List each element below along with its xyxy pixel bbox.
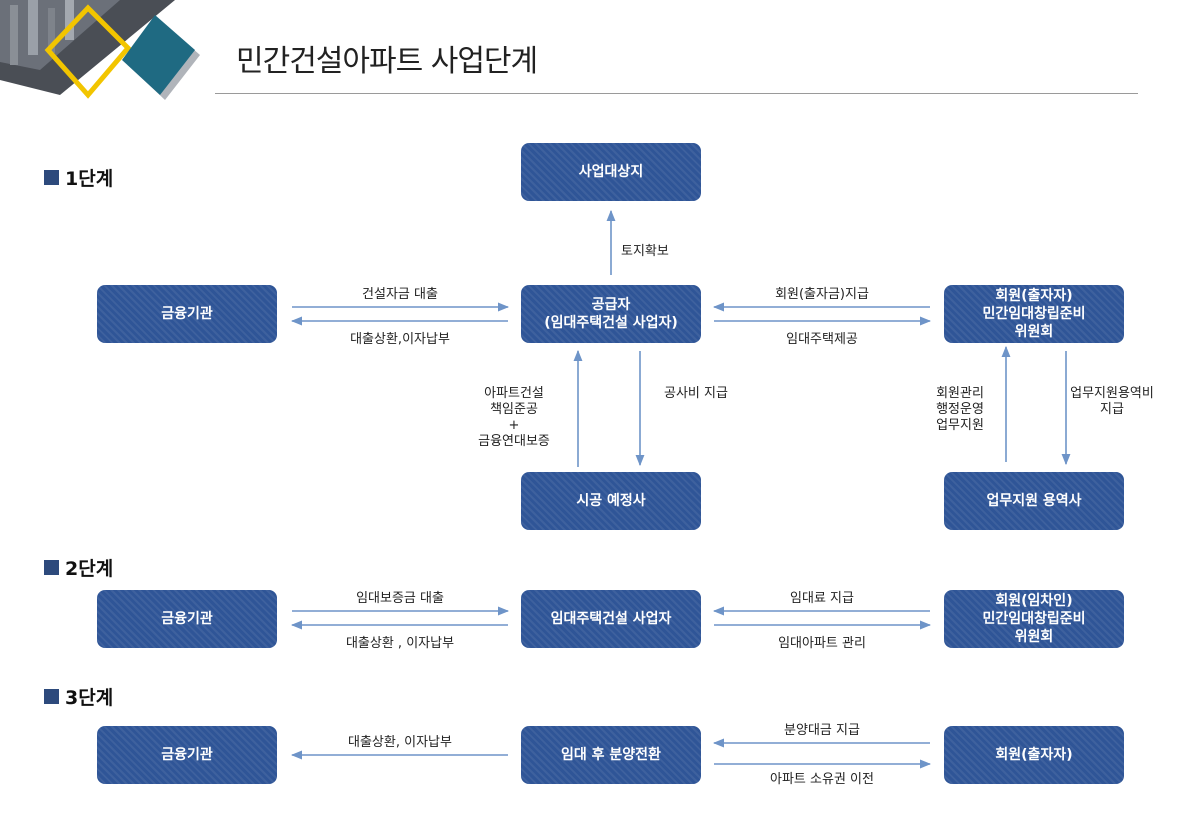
label-land: 토지확보 xyxy=(621,244,669,259)
header-decoration xyxy=(0,0,200,100)
section-marker-icon xyxy=(44,170,59,185)
label-construction-pay: 공사비 지급 xyxy=(664,386,728,401)
box-support: 업무지원 용역사 xyxy=(944,472,1124,530)
section-marker-icon xyxy=(44,689,59,704)
label-manage: 임대아파트 관리 xyxy=(778,636,866,651)
label-housing: 임대주택제공 xyxy=(786,332,858,347)
label-member-pay: 회원(출자금)지급 xyxy=(775,287,869,302)
label-sale-pay: 분양대금 지급 xyxy=(784,723,860,738)
box-conversion: 임대 후 분양전환 xyxy=(521,726,701,784)
label-repay: 대출상환,이자납부 xyxy=(350,332,450,347)
box-members: 회원(출자자) 민간임대창립준비 위원회 xyxy=(944,285,1124,343)
label-repay-2: 대출상환 , 이자납부 xyxy=(345,636,455,651)
label-repay-3: 대출상환, 이자납부 xyxy=(348,735,452,750)
label-transfer: 아파트 소유권 이전 xyxy=(770,772,874,787)
box-members-3: 회원(출자자) xyxy=(944,726,1124,784)
stage-1-label: 1단계 xyxy=(44,164,113,191)
title-divider xyxy=(215,93,1138,94)
box-supplier: 공급자 (임대주택건설 사업자) xyxy=(521,285,701,343)
stage-3-label: 3단계 xyxy=(44,683,113,710)
box-finance-3: 금융기관 xyxy=(97,726,277,784)
box-members-2: 회원(임차인) 민간임대창립준비 위원회 xyxy=(944,590,1124,648)
label-loan: 건설자금 대출 xyxy=(362,287,438,302)
box-finance-2: 금융기관 xyxy=(97,590,277,648)
stage-2-label: 2단계 xyxy=(44,554,113,581)
box-site: 사업대상지 xyxy=(521,143,701,201)
box-finance: 금융기관 xyxy=(97,285,277,343)
label-rent: 임대료 지급 xyxy=(790,591,854,606)
section-marker-icon xyxy=(44,560,59,575)
label-service-fee: 업무지원용역비 지급 xyxy=(1070,386,1154,417)
label-loan-2: 임대보증금 대출 xyxy=(356,591,444,606)
page-title: 민간건설아파트 사업단계 xyxy=(236,44,538,79)
box-developer: 임대주택건설 사업자 xyxy=(521,590,701,648)
label-mgmt: 회원관리 행정운영 업무지원 xyxy=(936,386,984,433)
box-contractor: 시공 예정사 xyxy=(521,472,701,530)
label-guarantee: 아파트건설 책임준공 + 금융연대보증 xyxy=(478,386,550,449)
